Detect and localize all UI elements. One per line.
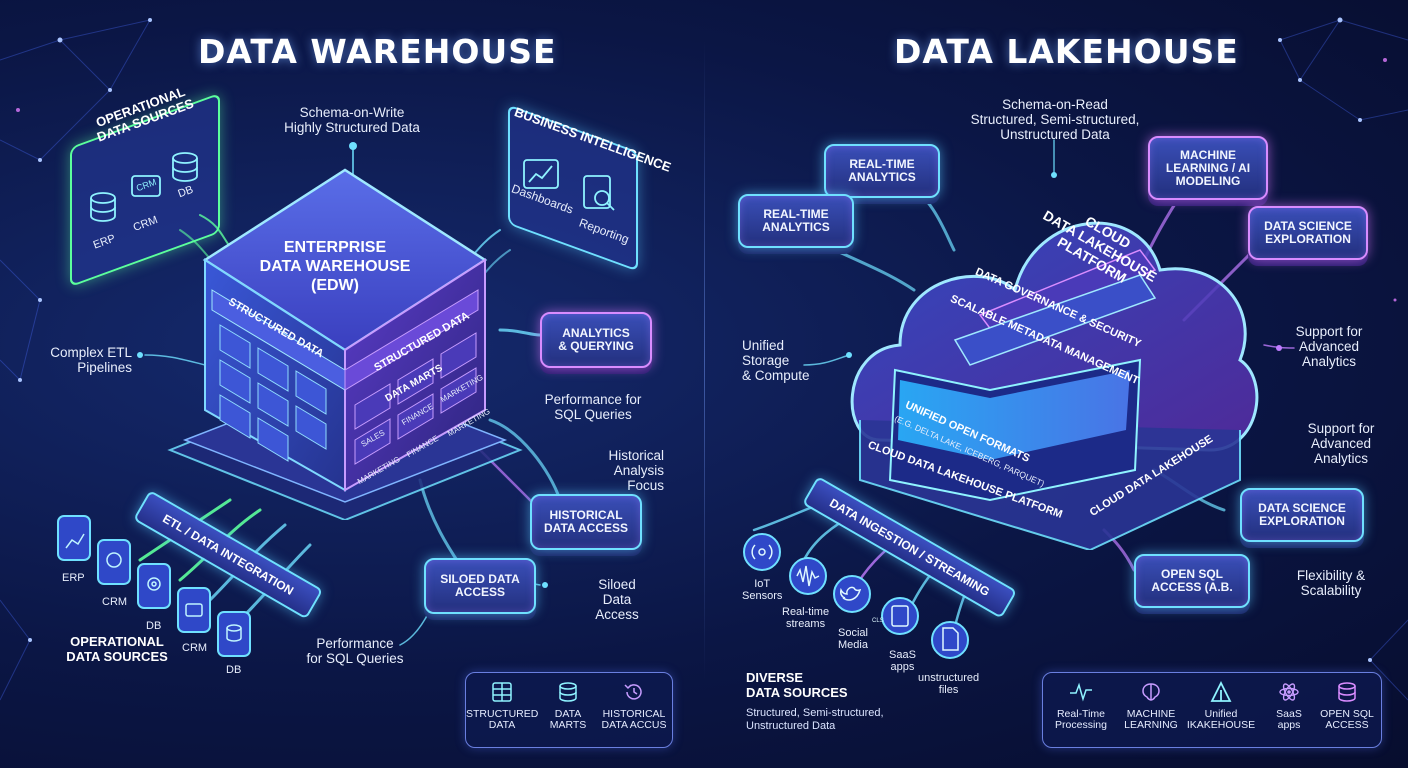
bi-icons xyxy=(523,159,615,211)
database-icon xyxy=(559,682,577,702)
file-icon xyxy=(931,621,969,659)
delta-icon xyxy=(1210,681,1232,702)
legend-machine-learning: MACHINE LEARNING xyxy=(1115,681,1187,731)
open-sql-access-tile: OPEN SQL ACCESS (A.B. xyxy=(1134,554,1250,608)
crm-badge-icon xyxy=(131,175,161,197)
legend-realtime-processing: Real-Time Processing xyxy=(1045,681,1117,731)
warehouse-schema-note: Schema-on-Write Highly Structured Data xyxy=(284,105,420,135)
database-icon xyxy=(90,192,116,222)
historical-analysis-note: Historical Analysis Focus xyxy=(608,448,664,493)
historical-data-access-tile: HISTORICAL DATA ACCESS xyxy=(530,494,642,550)
diverse-sources-title: DIVERSE DATA SOURCES xyxy=(746,670,848,700)
bottom-source-blocks xyxy=(57,515,251,657)
twitter-bird-icon xyxy=(833,575,871,613)
saas-badge-label: CLS xyxy=(872,618,884,624)
legend-unified-lakehouse: Unified IKAKEHOUSE xyxy=(1185,681,1257,731)
bottom-source-db-2: DB xyxy=(226,664,242,676)
flexibility-note: Flexibility & Scalability xyxy=(1296,568,1366,598)
erp-block-icon xyxy=(57,515,91,561)
analytics-querying-tile: ANALYTICS & QUERYING xyxy=(540,312,652,368)
lakehouse-schema-note: Schema-on-Read Structured, Semi-structur… xyxy=(970,97,1140,142)
ml-ai-modeling-tile: MACHINE LEARNING / AI MODELING xyxy=(1148,136,1268,200)
edw-cube xyxy=(167,168,523,520)
legend-data-marts: DATA MARTS xyxy=(532,681,604,731)
atom-icon xyxy=(1279,683,1299,701)
data-science-tile-bottom: DATA SCIENCE EXPLORATION xyxy=(1240,488,1364,542)
legend-saas-apps: SaaS apps xyxy=(1253,681,1325,731)
crm-block-icon-2 xyxy=(177,587,211,633)
saas-document-icon xyxy=(881,597,919,635)
table-grid-icon xyxy=(492,682,512,702)
history-clock-icon xyxy=(624,684,642,700)
unified-storage-note: Unified Storage & Compute xyxy=(742,338,810,383)
dashboard-chart-icon xyxy=(523,159,559,189)
legend-open-sql-access: OPEN SQL ACCESS xyxy=(1311,681,1383,731)
bottom-source-db: DB xyxy=(146,620,162,632)
operational-sources-icons xyxy=(90,152,198,222)
realtime-analytics-tile-left: REAL-TIME ANALYTICS xyxy=(738,194,854,248)
brain-icon xyxy=(1142,683,1160,701)
lakehouse-legend: Real-Time Processing MACHINE LEARNING Un… xyxy=(1042,672,1382,748)
sql-performance-note: Performance for SQL Queries xyxy=(544,392,642,422)
siloed-access-note: Siloed Data Access xyxy=(595,577,639,622)
diverse-sources-sub: Structured, Semi-structured, Unstructure… xyxy=(746,707,884,732)
bottom-source-erp: ERP xyxy=(62,572,85,584)
realtime-analytics-tile-top: REAL-TIME ANALYTICS xyxy=(824,144,940,198)
diverse-source-icons xyxy=(743,533,969,659)
warehouse-title: DATA WAREHOUSE xyxy=(198,32,557,71)
source-streams: Real-time streams xyxy=(782,606,830,630)
iot-sensor-icon xyxy=(743,533,781,571)
pulse-icon xyxy=(1070,682,1092,702)
source-unstructured: unstructured files xyxy=(918,672,980,696)
database-icon xyxy=(172,152,198,182)
edw-title: ENTERPRISE DATA WAREHOUSE (EDW) xyxy=(259,239,411,294)
data-science-tile-top: DATA SCIENCE EXPLORATION xyxy=(1248,206,1368,260)
legend-historical-data: HISTORICAL DATA ACCUS xyxy=(598,681,670,731)
etl-pipelines-note: Complex ETL Pipelines xyxy=(50,345,132,375)
legend-structured-data: STRUCTURED DATA xyxy=(466,681,538,731)
bottom-sources-title: OPERATIONAL DATA SOURCES xyxy=(66,634,168,664)
warehouse-legend: STRUCTURED DATA DATA MARTS HISTORICAL DA… xyxy=(465,672,673,748)
advanced-analytics-note-1: Support for Advanced Analytics xyxy=(1295,324,1363,369)
bottom-source-crm-2: CRM xyxy=(182,642,208,654)
cloud-platform xyxy=(850,221,1259,550)
bottom-source-crm: CRM xyxy=(102,596,128,608)
db-block-icon-2 xyxy=(217,611,251,657)
database-icon xyxy=(1338,682,1356,702)
siloed-data-access-tile: SILOED DATA ACCESS xyxy=(424,558,536,614)
source-iot: IoT Sensors xyxy=(742,578,783,602)
source-saas: SaaS apps xyxy=(889,649,916,673)
report-magnifier-icon xyxy=(583,175,615,211)
sql-performance-bottom-note: Performance for SQL Queries xyxy=(306,636,404,666)
lakehouse-title: DATA LAKEHOUSE xyxy=(894,32,1239,71)
center-divider xyxy=(704,40,705,680)
crm-block-icon xyxy=(97,539,131,585)
source-social: Social Media xyxy=(838,627,868,651)
advanced-analytics-note-2: Support for Advanced Analytics xyxy=(1307,421,1375,466)
